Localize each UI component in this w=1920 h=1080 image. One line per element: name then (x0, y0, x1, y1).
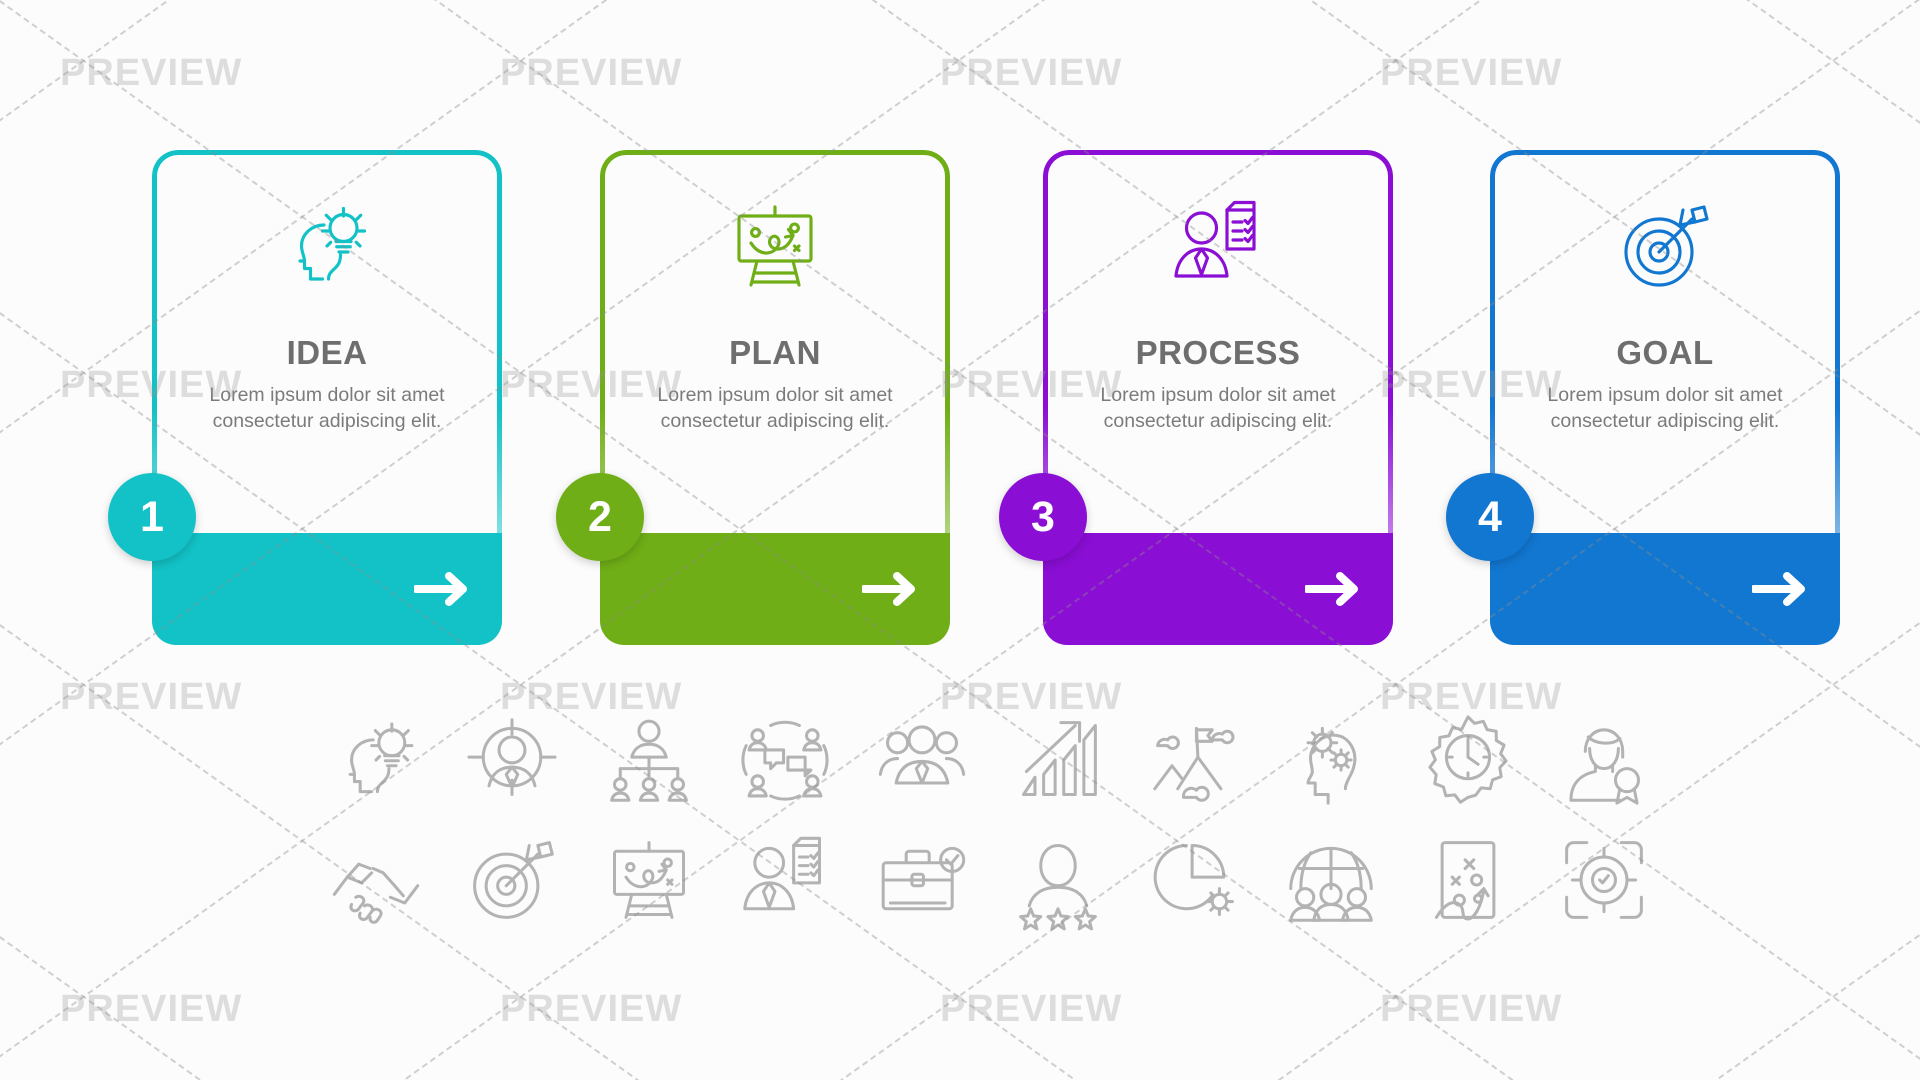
card-title: GOAL (1616, 334, 1714, 371)
card-content: GOAL Lorem ipsum dolor sit amet consecte… (1490, 150, 1840, 530)
card-footer-bar[interactable] (600, 533, 950, 645)
step-number-badge: 2 (556, 473, 644, 561)
strategy-board-icon (719, 198, 831, 294)
watermark-label: PREVIEW (500, 988, 683, 1030)
card-content: IDEA Lorem ipsum dolor sit amet consecte… (152, 150, 502, 530)
gear-clock-icon (1422, 714, 1514, 806)
steps-container: IDEA Lorem ipsum dolor sit amet consecte… (108, 150, 1840, 645)
step-card-process[interactable]: PROCESS Lorem ipsum dolor sit amet conse… (999, 150, 1393, 645)
card-footer-bar[interactable] (1043, 533, 1393, 645)
watermark-line (0, 934, 1920, 1080)
woman-award-icon (1558, 714, 1650, 806)
watermark-label: PREVIEW (1380, 988, 1563, 1030)
card-description: Lorem ipsum dolor sit amet consectetur a… (1547, 384, 1783, 432)
card-title: PLAN (729, 334, 821, 371)
person-target-icon (466, 714, 558, 806)
step-card-plan[interactable]: PLAN Lorem ipsum dolor sit amet consecte… (556, 150, 950, 645)
head-lightbulb-icon (271, 198, 383, 294)
person-rating-stars-icon (1012, 834, 1104, 931)
businessman-checklist-icon (739, 834, 831, 926)
target-arrow-icon (1609, 198, 1721, 294)
step-number-badge: 4 (1446, 473, 1534, 561)
arrow-right-icon[interactable] (1750, 568, 1810, 610)
step-card-goal[interactable]: GOAL Lorem ipsum dolor sit amet consecte… (1446, 150, 1840, 645)
icon-library (330, 700, 1650, 940)
watermark-label: PREVIEW (60, 988, 243, 1030)
card-footer-bar[interactable] (152, 533, 502, 645)
businessman-checklist-icon (1162, 198, 1274, 294)
step-number-badge: 1 (108, 473, 196, 561)
crosshair-target-icon (1558, 834, 1650, 926)
head-lightbulb-icon (330, 714, 422, 806)
step-card-idea[interactable]: IDEA Lorem ipsum dolor sit amet consecte… (108, 150, 502, 645)
card-description: Lorem ipsum dolor sit amet consectetur a… (209, 384, 445, 432)
watermark-line (0, 936, 1920, 1080)
pie-chart-gear-icon (1149, 834, 1241, 926)
team-group-icon (876, 714, 968, 806)
arrow-right-icon[interactable] (860, 568, 920, 610)
strategy-board-icon (603, 834, 695, 926)
arrow-right-icon[interactable] (412, 568, 472, 610)
communication-network-icon (739, 714, 831, 806)
watermark-label: PREVIEW (940, 988, 1123, 1030)
org-chart-icon (603, 714, 695, 806)
card-content: PLAN Lorem ipsum dolor sit amet consecte… (600, 150, 950, 530)
card-footer-bar[interactable] (1490, 533, 1840, 645)
growth-bar-chart-icon (1012, 714, 1104, 806)
watermark-label: PREVIEW (60, 676, 243, 718)
icon-library-row-2 (330, 820, 1650, 940)
arrow-right-icon[interactable] (1303, 568, 1363, 610)
card-title: PROCESS (1135, 334, 1301, 371)
card-content: PROCESS Lorem ipsum dolor sit amet conse… (1043, 150, 1393, 530)
global-team-icon (1285, 834, 1377, 926)
mountain-flag-icon (1149, 714, 1241, 806)
target-arrow-icon (466, 834, 558, 926)
handshake-icon (330, 834, 422, 926)
card-title: IDEA (286, 334, 368, 371)
icon-library-row-1 (330, 700, 1650, 820)
head-gears-icon (1285, 714, 1377, 806)
step-number-badge: 3 (999, 473, 1087, 561)
card-description: Lorem ipsum dolor sit amet consectetur a… (657, 384, 893, 432)
briefcase-check-icon (876, 834, 968, 926)
tactics-board-icon (1422, 834, 1514, 926)
card-description: Lorem ipsum dolor sit amet consectetur a… (1100, 384, 1336, 432)
